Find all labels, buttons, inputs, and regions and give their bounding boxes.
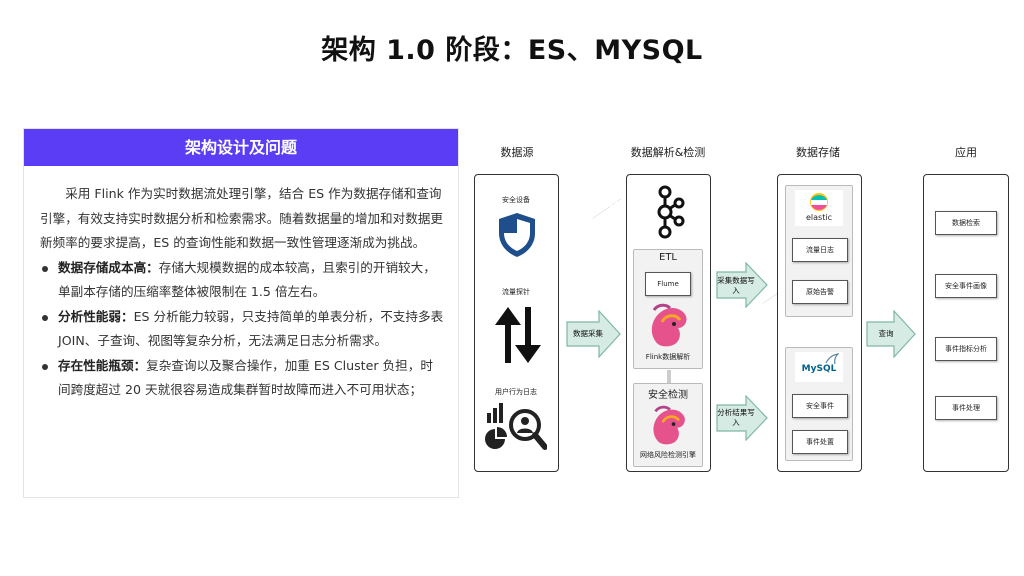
app-item: 数据检索 <box>935 211 997 235</box>
app-item: 事件指标分析 <box>935 337 997 361</box>
es-panel: elastic 流量日志 原始告警 <box>785 185 853 317</box>
flink-squirrel-icon <box>651 303 687 347</box>
write-arrow-bottom <box>716 395 768 441</box>
panel-header: 架构设计及问题 <box>24 129 458 166</box>
mysql-panel: MySQL 安全事件 事件处置 <box>785 347 853 461</box>
write-arrow-top-label: 采集数据写入 <box>717 276 755 295</box>
issue-title: 存在性能瓶颈： <box>58 357 147 373</box>
parse-box: ETL Flume Flink数据解析 安全检测 网络风险检测引擎 <box>626 174 711 472</box>
write-arrow-bottom-label: 分析结果写入 <box>717 408 755 427</box>
up-down-arrows-icon <box>495 307 541 363</box>
issue-item: 存在性能瓶颈：复杂查询以及聚合操作，加重 ES Cluster 负担，时间跨度超… <box>40 354 444 403</box>
user-analytics-icon <box>485 403 547 450</box>
elastic-text: elastic <box>806 213 832 222</box>
collect-arrow-label: 数据采集 <box>573 329 603 338</box>
mysql-item: 事件处置 <box>792 430 848 454</box>
engine-label: 网络风险检测引擎 <box>640 451 696 459</box>
elastic-icon <box>810 193 828 211</box>
flume-box: Flume <box>645 272 691 296</box>
kafka-icon <box>657 185 685 239</box>
security-panel: 安全检测 网络风险检测引擎 <box>633 383 703 467</box>
issue-title: 数据存储成本高： <box>58 259 159 275</box>
page-title: 架构 1.0 阶段：ES、MYSQL <box>321 35 703 66</box>
source-label: 流量探针 <box>502 288 530 296</box>
app-item: 安全事件画像 <box>935 274 997 298</box>
watermark: ───── ─ ─ <box>590 195 624 223</box>
issue-text: 存储大规模数据的成本较高，且索引的开销较大，单副本存储的压缩率整体被限制在 1.… <box>58 259 436 300</box>
es-item: 原始告警 <box>792 280 848 304</box>
security-title: 安全检测 <box>648 390 688 401</box>
flink-squirrel-icon <box>653 405 685 445</box>
col-label-parse: 数据解析&检测 <box>630 146 706 159</box>
flink-label: Flink数据解析 <box>645 353 691 361</box>
intro-paragraph: 采用 Flink 作为实时数据流处理引擎，结合 ES 作为数据存储和查询引擎，有… <box>40 186 443 250</box>
es-item: 流量日志 <box>792 238 848 262</box>
source-label: 安全设备 <box>502 196 530 204</box>
elastic-logo: elastic <box>795 190 843 226</box>
source-label: 用户行为日志 <box>495 388 537 396</box>
etl-panel: ETL Flume Flink数据解析 <box>633 249 703 369</box>
design-panel: 架构设计及问题 采用 Flink 作为实时数据流处理引擎，结合 ES 作为数据存… <box>23 128 459 498</box>
collect-arrow <box>566 310 621 358</box>
write-arrow-top <box>716 262 768 308</box>
app-box: 数据检索 安全事件画像 事件指标分析 事件处理 <box>923 174 1009 472</box>
col-label-storage: 数据存储 <box>796 146 840 159</box>
dolphin-icon <box>825 353 839 365</box>
shield-icon <box>499 213 535 257</box>
mysql-item: 安全事件 <box>792 394 848 418</box>
app-item: 事件处理 <box>935 396 997 420</box>
query-arrow <box>866 310 916 358</box>
col-label-app: 应用 <box>955 146 977 159</box>
source-box: 安全设备 流量探针 用户行为日志 <box>474 174 559 472</box>
mysql-logo: MySQL <box>795 352 843 382</box>
mysql-text: MySQL <box>801 364 837 374</box>
down-connector <box>667 370 671 384</box>
issue-item: 数据存储成本高：存储大规模数据的成本较高，且索引的开销较大，单副本存储的压缩率整… <box>40 256 444 305</box>
col-label-source: 数据源 <box>500 146 534 159</box>
issue-title: 分析性能弱： <box>58 308 134 324</box>
issue-item: 分析性能弱：ES 分析能力较弱，只支持简单的单表分析，不支持多表 JOIN、子查… <box>40 305 444 354</box>
issue-text: 复杂查询以及聚合操作，加重 ES Cluster 负担，时间跨度超过 20 天就… <box>58 357 433 398</box>
query-arrow-label: 查询 <box>878 329 894 338</box>
etl-title: ETL <box>659 252 677 263</box>
storage-box: elastic 流量日志 原始告警 MySQL 安全事件 事件处置 <box>777 174 862 472</box>
issue-text: ES 分析能力较弱，只支持简单的单表分析，不支持多表 JOIN、子查询、视图等复… <box>58 308 444 349</box>
issue-list: 数据存储成本高：存储大规模数据的成本较高，且索引的开销较大，单副本存储的压缩率整… <box>40 256 444 403</box>
panel-body: 采用 Flink 作为实时数据流处理引擎，结合 ES 作为数据存储和查询引擎，有… <box>24 166 458 403</box>
